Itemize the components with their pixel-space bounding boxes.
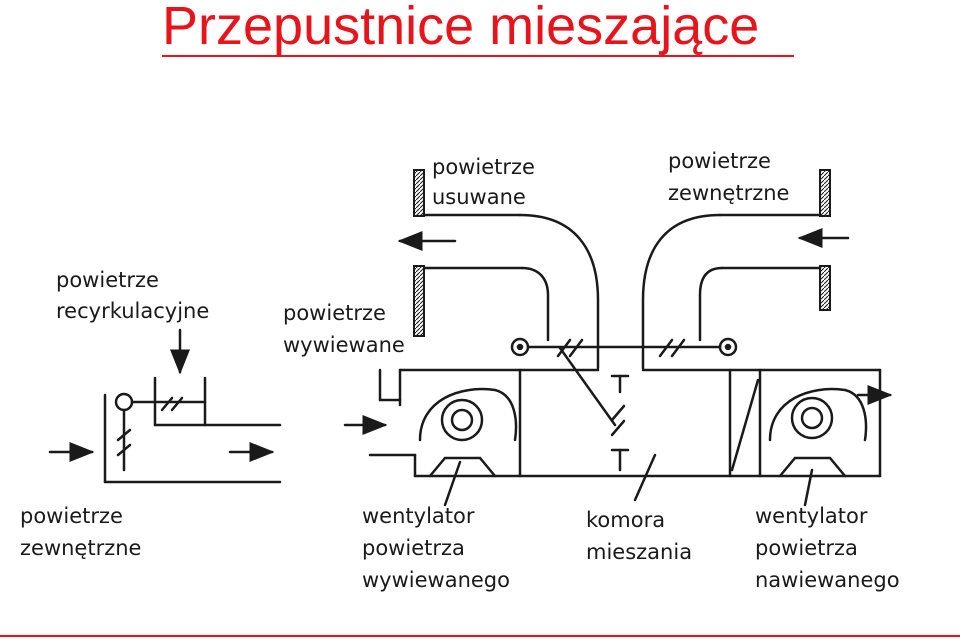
recirculation-mixing-detail	[48, 328, 282, 484]
supply-fan	[768, 387, 868, 478]
label-extract-air-2: wywiewane	[283, 333, 405, 357]
label-exhaust-air-1: powietrze	[432, 155, 535, 179]
air-handling-unit	[343, 368, 893, 478]
label-mixing-chamber-1: komora	[586, 508, 665, 532]
title-underline	[162, 55, 794, 57]
label-supply-fan-1: wentylator	[755, 504, 868, 528]
label-supply-fan-3: nawiewanego	[755, 568, 900, 592]
footer-rule	[0, 635, 960, 637]
exhaust-outlet	[397, 169, 600, 370]
label-outdoor-air-top-1: powietrze	[668, 149, 771, 173]
label-outdoor-air-top-2: zewnętrzne	[668, 181, 789, 205]
label-exhaust-air-2: usuwane	[432, 185, 526, 209]
damper-linkage	[510, 337, 738, 427]
label-outdoor-air-left-2: zewnętrzne	[20, 536, 141, 560]
outdoor-air-inlet	[641, 169, 850, 370]
label-outdoor-air-left-1: powietrze	[20, 504, 123, 528]
diagram-labels: powietrze usuwane powietrze zewnętrzne p…	[20, 149, 900, 592]
label-extract-fan-3: wywiewanego	[362, 568, 510, 592]
extract-fan	[418, 387, 518, 478]
label-mixing-chamber-2: mieszania	[586, 540, 692, 564]
page-title: Przepustnice mieszające	[162, 0, 760, 56]
label-recirc-air-1: powietrze	[56, 268, 159, 292]
label-supply-fan-2: powietrza	[755, 536, 858, 560]
label-extract-air-1: powietrze	[283, 301, 386, 325]
label-extract-fan-1: wentylator	[362, 504, 475, 528]
label-recirc-air-2: recyrkulacyjne	[56, 299, 209, 323]
label-extract-fan-2: powietrza	[362, 536, 465, 560]
